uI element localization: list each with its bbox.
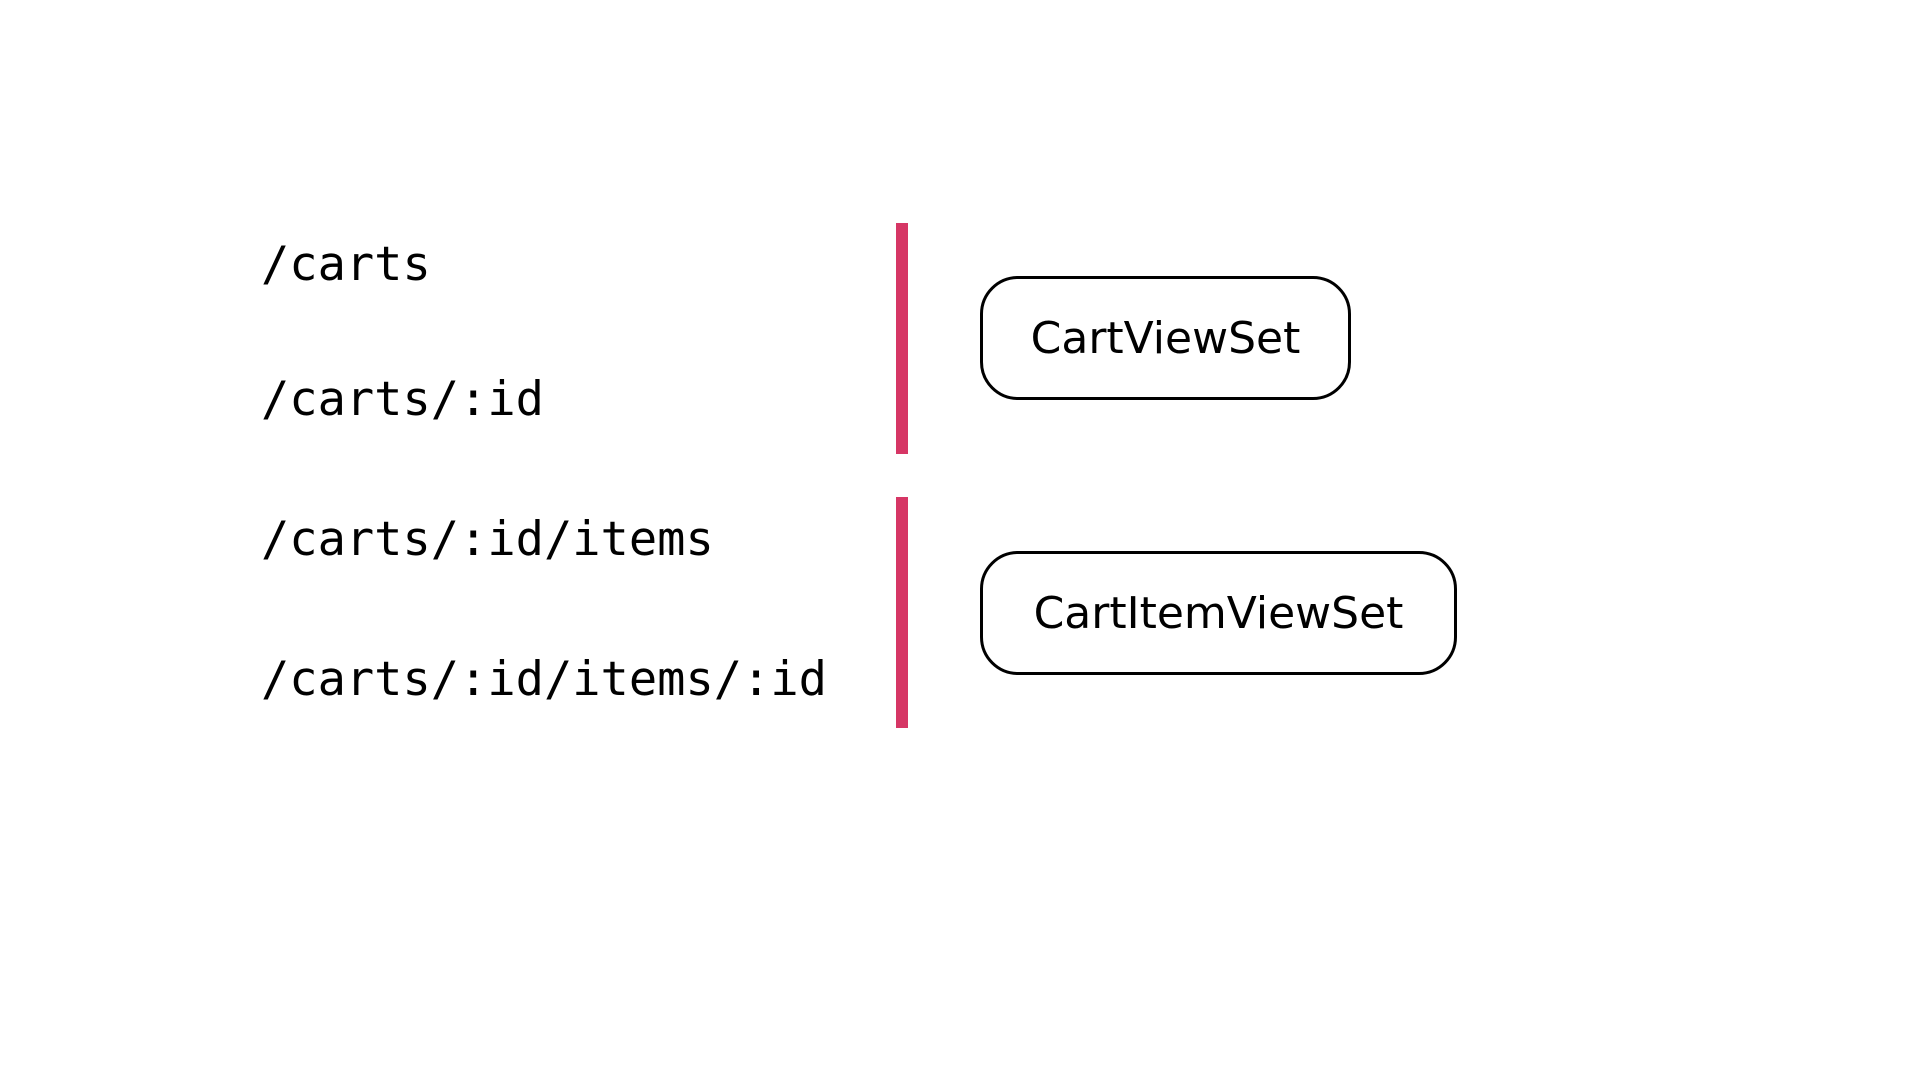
route-carts-id: /carts/:id [261, 372, 544, 427]
route-carts: /carts [261, 237, 431, 292]
group-divider-cart-item [896, 497, 908, 728]
route-carts-id-items-id: /carts/:id/items/:id [261, 652, 827, 707]
group-divider-cart [896, 223, 908, 454]
cart-viewset-box: CartViewSet [980, 276, 1351, 400]
cart-item-viewset-box: CartItemViewSet [980, 551, 1457, 675]
cart-viewset-label: CartViewSet [1030, 312, 1301, 364]
route-carts-id-items: /carts/:id/items [261, 512, 714, 567]
cart-item-viewset-label: CartItemViewSet [1033, 587, 1404, 639]
